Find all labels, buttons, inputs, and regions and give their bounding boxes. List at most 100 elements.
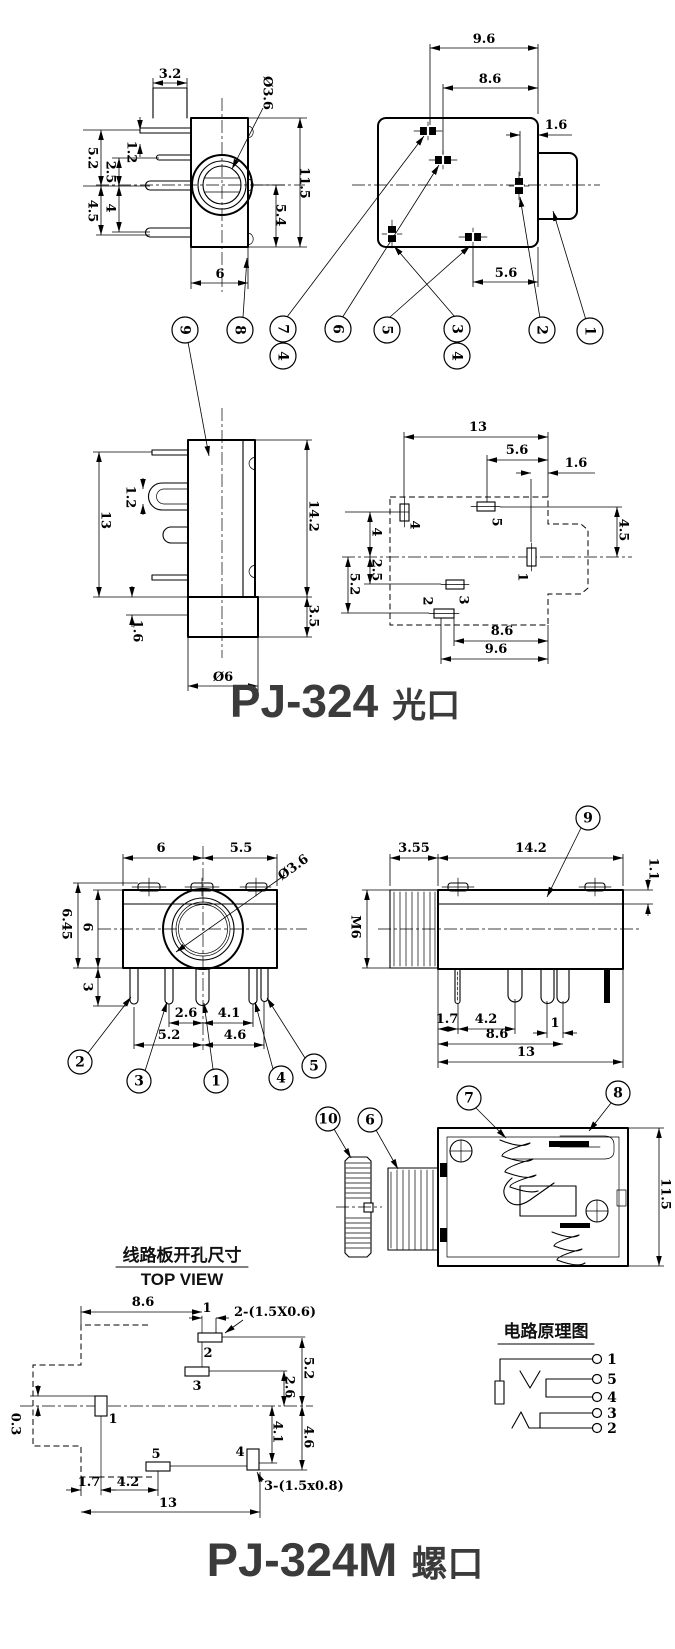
- callout-m2: 2: [67, 1049, 93, 1075]
- callout-2: 2: [528, 316, 556, 344]
- dim-96: 9.6: [485, 642, 508, 657]
- callout-m6: 6: [357, 1107, 383, 1133]
- callout-m5: 5: [301, 1053, 327, 1079]
- section2-model: PJ-324M: [207, 1533, 398, 1586]
- callout-4a: 4: [269, 342, 297, 370]
- svg-text:6: 6: [365, 1113, 375, 1129]
- dim-645: 6.45: [59, 908, 74, 940]
- pj324m-section-view: 11.5 10 6 7 8: [315, 1080, 673, 1267]
- callout-3: 3: [443, 315, 471, 343]
- callout-m1: 1: [203, 1068, 229, 1094]
- pj324-side-linework: [93, 408, 312, 691]
- dim-dia: Ø3.6: [275, 852, 311, 884]
- pj324m-topview-linework: [20, 1306, 313, 1518]
- dim-52: 5.2: [158, 1028, 181, 1043]
- section1-model: PJ-324: [230, 675, 379, 727]
- dim-13: 13: [98, 511, 113, 529]
- section2-title: PJ-324M 螺口: [207, 1533, 484, 1586]
- callout-7: 7: [269, 315, 297, 343]
- dim-115: 11.5: [658, 1178, 673, 1210]
- dim-142: 14.2: [515, 841, 547, 856]
- dim-86: 8.6: [491, 624, 514, 639]
- dim-6l: 6: [80, 922, 95, 931]
- svg-text:3: 3: [449, 324, 465, 334]
- dim-dia6: Ø6: [213, 670, 233, 685]
- dim-96: 9.6: [473, 32, 496, 47]
- dim-41: 4.1: [218, 1006, 241, 1021]
- svg-text:5: 5: [379, 325, 395, 335]
- dim-41: 4.1: [270, 1421, 285, 1444]
- slot-bottom-label: 3-(1.5x0.8): [264, 1479, 344, 1494]
- svg-text:2: 2: [534, 325, 550, 335]
- dim-pin-pitch-low: 4: [103, 203, 118, 212]
- dim-6: 6: [156, 841, 165, 856]
- dim-11: 1.1: [646, 858, 661, 881]
- dim-pin-pitch-mid: 2.5: [103, 161, 118, 184]
- callout-m7: 7: [456, 1085, 482, 1111]
- dim-pin-span-low: 4.5: [85, 200, 100, 223]
- svg-text:7: 7: [464, 1091, 474, 1107]
- svg-text:9: 9: [583, 811, 593, 827]
- dim-17: 1.7: [436, 1012, 459, 1027]
- callout-6: 6: [324, 315, 352, 343]
- callout-m4: 4: [268, 1065, 294, 1091]
- callout-8: 8: [226, 316, 254, 344]
- svg-text:8: 8: [232, 325, 248, 335]
- dim-3: 3: [80, 982, 95, 991]
- pj324-bottom-linework: [187, 44, 600, 457]
- dim-55: 5.5: [230, 841, 253, 856]
- dim-13: 13: [517, 1045, 535, 1060]
- svg-text:1: 1: [582, 326, 598, 336]
- svg-text:2: 2: [75, 1055, 85, 1071]
- dim-42: 4.2: [117, 1475, 140, 1490]
- circuit-linework: [494, 1353, 603, 1434]
- section1-title: PJ-324 光口: [230, 675, 460, 727]
- pj324-pcb-linework: [341, 432, 632, 664]
- dim-26: 2.6: [175, 1006, 198, 1021]
- dim-52: 5.2: [301, 1357, 316, 1380]
- dim-1: 1: [550, 1016, 559, 1031]
- svg-text:7: 7: [275, 324, 291, 334]
- dim-body-width: 6: [215, 267, 224, 282]
- dim-86: 8.6: [132, 1295, 155, 1310]
- dim-42: 4.2: [475, 1012, 498, 1027]
- dim-1: 1: [202, 1301, 211, 1316]
- pj324m-side-view: 3.55 14.2 M6 1.1 9 1.7 4.2 1 8.6 13: [348, 805, 661, 1068]
- pj324-front-linework: [83, 78, 307, 292]
- dim-45: 4.5: [616, 519, 631, 542]
- dim-26: 2.6: [282, 1376, 297, 1399]
- dim-142: 14.2: [306, 500, 321, 532]
- dim-16: 1.6: [545, 118, 568, 133]
- dim-86: 8.6: [486, 1027, 509, 1042]
- topview-heading-en: TOP VIEW: [141, 1270, 224, 1289]
- dim-52: 5.2: [347, 573, 362, 596]
- dim-center-height: 5.4: [273, 204, 288, 227]
- svg-text:8: 8: [613, 1086, 623, 1102]
- section2-type: 螺口: [411, 1543, 483, 1584]
- dim-56: 5.6: [506, 443, 529, 458]
- dim-355: 3.55: [398, 841, 430, 856]
- callout-4b: 4: [443, 342, 471, 370]
- svg-text:5: 5: [309, 1059, 319, 1075]
- callout-m10: 10: [315, 1106, 341, 1132]
- slot-top-label: 2-(1.5X0.6): [234, 1305, 316, 1320]
- dim-tab-width: 3.2: [159, 67, 182, 82]
- pj324m-section-linework: [333, 1102, 664, 1267]
- pad-label-4: 4: [407, 520, 422, 529]
- circuit-heading: 电路原理图: [504, 1321, 589, 1341]
- callout-m3: 3: [126, 1068, 152, 1094]
- terminal-label-1: 1: [607, 1352, 617, 1368]
- dim-25: 2.5: [369, 559, 384, 582]
- section1-type: 光口: [392, 687, 460, 725]
- pj324m-topview: 线路板开孔尺寸 TOP VIEW 2 3 1 5 4: [8, 1245, 344, 1518]
- dim-16: 1.6: [565, 456, 588, 471]
- pad-label-5: 5: [151, 1447, 160, 1462]
- svg-text:4: 4: [275, 351, 291, 361]
- svg-text:3: 3: [134, 1074, 144, 1090]
- dim-pin-pitch-top: 1.2: [124, 141, 139, 164]
- dim-13: 13: [159, 1496, 177, 1511]
- dim-56: 5.6: [495, 266, 518, 281]
- pj324-side-view: 13 1.2 1.6 14.2 3.5 Ø6: [93, 408, 321, 691]
